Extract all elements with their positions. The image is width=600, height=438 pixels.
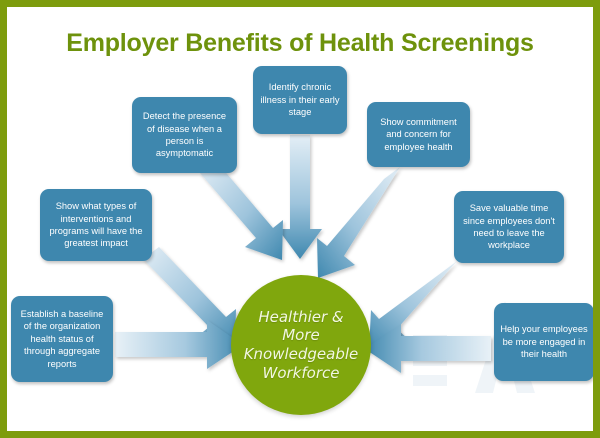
center-circle: Healthier & More Knowledgeable Workforce: [231, 275, 371, 415]
page-title: Employer Benefits of Health Screenings: [66, 29, 534, 57]
benefit-box-chronic[interactable]: Identify chronic illness in their early …: [253, 66, 347, 134]
benefit-label-savetime: Save valuable time since employees don't…: [463, 203, 555, 251]
arrow-savetime: [369, 261, 457, 350]
benefit-box-interventions[interactable]: Show what types of interventions and pro…: [40, 189, 152, 261]
benefit-box-commitment[interactable]: Show commitment and concern for employee…: [367, 102, 470, 167]
arrow-commitment: [317, 167, 400, 278]
benefit-box-engaged[interactable]: Help your employees be more engaged in t…: [494, 303, 593, 381]
arrow-interventions: [143, 247, 236, 349]
arrow-baseline: [115, 320, 243, 369]
infographic-canvas: Employer Benefits of Health Screenings: [7, 7, 593, 431]
benefit-box-detect[interactable]: Detect the presence of disease when a pe…: [132, 97, 237, 173]
benefit-label-interventions: Show what types of interventions and pro…: [49, 201, 143, 249]
arrow-layer: [115, 135, 491, 373]
benefit-label-engaged: Help your employees be more engaged in t…: [500, 324, 588, 360]
benefit-box-baseline[interactable]: Establish a baseline of the organization…: [11, 296, 113, 382]
benefit-label-baseline: Establish a baseline of the organization…: [20, 309, 104, 369]
arrow-chronic: [278, 135, 322, 259]
benefit-label-detect: Detect the presence of disease when a pe…: [142, 111, 227, 159]
arrow-detect: [200, 161, 283, 260]
benefit-label-chronic: Identify chronic illness in their early …: [260, 82, 340, 118]
benefit-label-commitment: Show commitment and concern for employee…: [380, 116, 457, 152]
center-circle-label: Healthier & More Knowledgeable Workforce: [243, 307, 359, 382]
benefit-box-savetime[interactable]: Save valuable time since employees don't…: [454, 191, 564, 263]
arrow-engaged: [365, 324, 491, 373]
